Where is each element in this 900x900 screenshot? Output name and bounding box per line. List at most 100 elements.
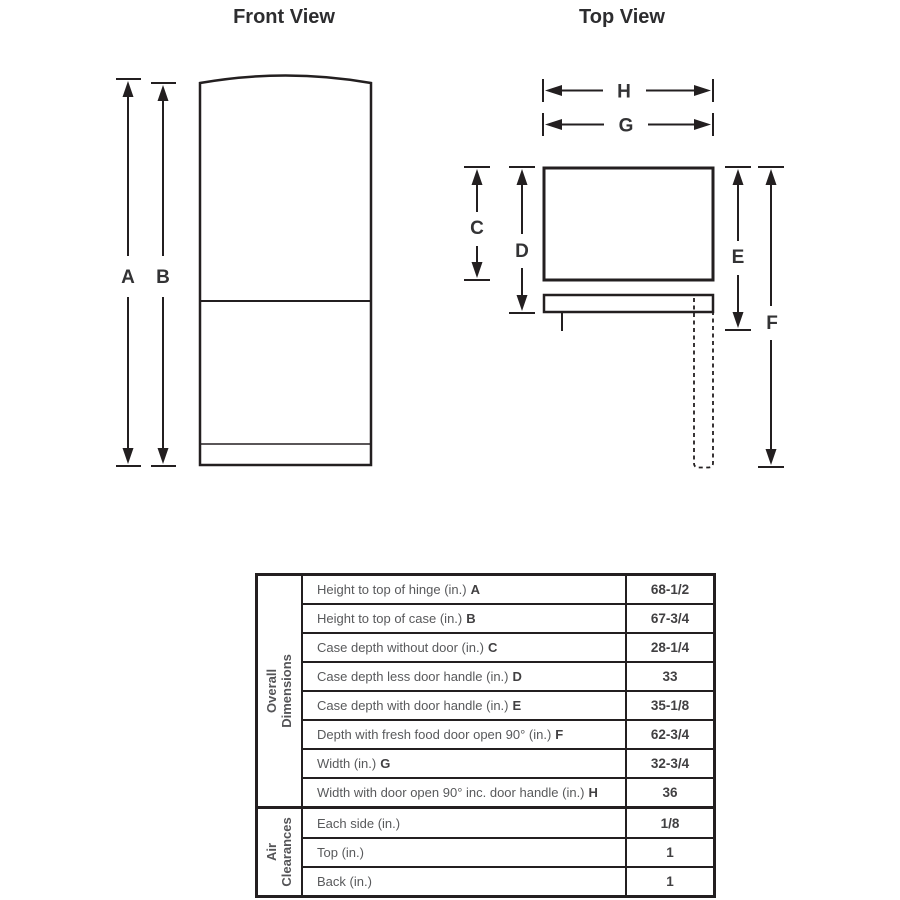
overall-dimensions-rows: Height to top of hinge (in.)A 68-1/2 Hei… [303, 576, 713, 807]
spec-label: Case depth with door handle (in.)E [303, 692, 625, 719]
spec-label: Top (in.) [303, 839, 625, 866]
door-open-dashed-outline [693, 298, 714, 469]
arrowhead-down [516, 295, 528, 311]
dim-label-b: B [156, 267, 170, 288]
front-view-drawing: A B [116, 74, 373, 467]
arrowhead-down [157, 448, 169, 464]
spec-value: 68-1/2 [625, 576, 713, 604]
table-row: Width (in.)G 32-3/4 [303, 748, 713, 778]
arrowhead-up [732, 169, 744, 185]
arrowhead-up [157, 85, 169, 101]
spec-value: 35-1/8 [625, 692, 713, 720]
arrowhead-right [694, 119, 711, 130]
spec-label-text: Each side (in.) [317, 815, 401, 831]
arrowhead-up [122, 81, 134, 97]
spec-label-text: Back (in.) [317, 873, 372, 889]
table-row: Case depth with door handle (in.)E 35-1/… [303, 690, 713, 720]
table-row: Case depth without door (in.)C 28-1/4 [303, 632, 713, 662]
spec-label: Height to top of case (in.)B [303, 605, 625, 632]
spec-value: 1 [625, 838, 713, 866]
table-row: Height to top of case (in.)B 67-3/4 [303, 603, 713, 633]
spec-label: Depth with fresh food door open 90° (in.… [303, 721, 625, 748]
spec-value: 1/8 [625, 809, 713, 837]
arrowhead-up [516, 169, 528, 185]
front-view-title: Front View [233, 6, 335, 28]
spec-value: 33 [625, 663, 713, 691]
dim-label-e: E [732, 247, 745, 268]
spec-table: Overall Dimensions Height to top of hing… [255, 573, 716, 898]
arrowhead-up [765, 169, 777, 185]
arrowhead-down [122, 448, 134, 464]
spec-label: Width (in.)G [303, 750, 625, 777]
spec-value: 32-3/4 [625, 750, 713, 778]
group-label-line1: Overall [263, 669, 279, 714]
overall-dimensions-group-cell: Overall Dimensions [258, 576, 303, 807]
dim-letter: B [466, 611, 476, 627]
arrowhead-down [732, 312, 744, 328]
dim-label-c: C [470, 218, 484, 239]
case-outline [542, 166, 715, 282]
spec-label: Each side (in.) [303, 809, 625, 836]
arrowhead-down [765, 449, 777, 465]
group-label-air-clearances: Air Clearances [263, 817, 295, 887]
dim-e: E [725, 166, 751, 331]
group-label-line2: Clearances [278, 817, 294, 887]
dim-label-h: H [617, 82, 631, 103]
spec-label-text: Width (in.) [317, 756, 377, 772]
top-view-title: Top View [579, 6, 665, 28]
arrowhead-up [471, 169, 483, 185]
dim-label-a: A [121, 267, 135, 288]
dim-label-g: G [619, 116, 634, 137]
dim-letter: A [470, 582, 480, 598]
dim-letter: E [512, 698, 522, 714]
air-clearances-section: Air Clearances Each side (in.) 1/8 Top (… [258, 806, 713, 895]
top-view-drawing: H G C [464, 79, 784, 469]
spec-value: 67-3/4 [625, 605, 713, 633]
spec-label-text: Width with door open 90° inc. door handl… [317, 785, 585, 801]
table-row: Each side (in.) 1/8 [303, 809, 713, 837]
dimension-diagram: Front View Top View A B [116, 6, 784, 469]
dim-g: G [542, 113, 714, 137]
air-clearances-group-cell: Air Clearances [258, 809, 303, 895]
spec-label-text: Case depth with door handle (in.) [317, 698, 509, 714]
dim-letter: G [380, 756, 391, 772]
group-label-line2: Dimensions [278, 654, 294, 729]
arrowhead-left [545, 85, 562, 96]
arrowhead-left [545, 119, 562, 130]
spec-label-text: Case depth without door (in.) [317, 640, 484, 656]
spec-label-text: Top (in.) [317, 844, 364, 860]
spec-value: 62-3/4 [625, 721, 713, 749]
table-row: Case depth less door handle (in.)D 33 [303, 661, 713, 691]
air-clearances-rows: Each side (in.) 1/8 Top (in.) 1 Back (in… [303, 809, 713, 895]
spec-label-text: Height to top of case (in.) [317, 611, 463, 627]
dim-letter: C [487, 640, 498, 656]
dim-a: A [116, 78, 141, 467]
table-row: Back (in.) 1 [303, 865, 713, 895]
dim-h: H [542, 79, 714, 103]
dim-letter: D [512, 669, 522, 685]
door-outline [542, 293, 715, 314]
dim-label-f: F [766, 313, 778, 334]
arrowhead-right [694, 85, 711, 96]
table-row: Width with door open 90° inc. door handl… [303, 777, 713, 807]
table-row: Height to top of hinge (in.)A 68-1/2 [303, 576, 713, 604]
dim-f: F [758, 166, 784, 468]
group-label-overall-dimensions: Overall Dimensions [263, 654, 295, 729]
table-row: Depth with fresh food door open 90° (in.… [303, 719, 713, 749]
dim-b: B [151, 82, 176, 467]
group-label-line1: Air [263, 843, 279, 862]
dim-c: C [464, 166, 490, 281]
spec-label: Case depth less door handle (in.)D [303, 663, 625, 690]
dim-letter: H [588, 785, 598, 801]
dim-letter: F [555, 727, 564, 743]
spec-label: Width with door open 90° inc. door handl… [303, 779, 625, 806]
spec-label-text: Depth with fresh food door open 90° (in.… [317, 727, 552, 743]
spec-label-text: Height to top of hinge (in.) [317, 582, 467, 598]
spec-label: Back (in.) [303, 868, 625, 895]
dim-d: D [509, 166, 535, 314]
spec-value: 36 [625, 779, 713, 807]
spec-label: Case depth without door (in.)C [303, 634, 625, 661]
fridge-outline [198, 74, 373, 467]
arrowhead-down [471, 262, 483, 278]
